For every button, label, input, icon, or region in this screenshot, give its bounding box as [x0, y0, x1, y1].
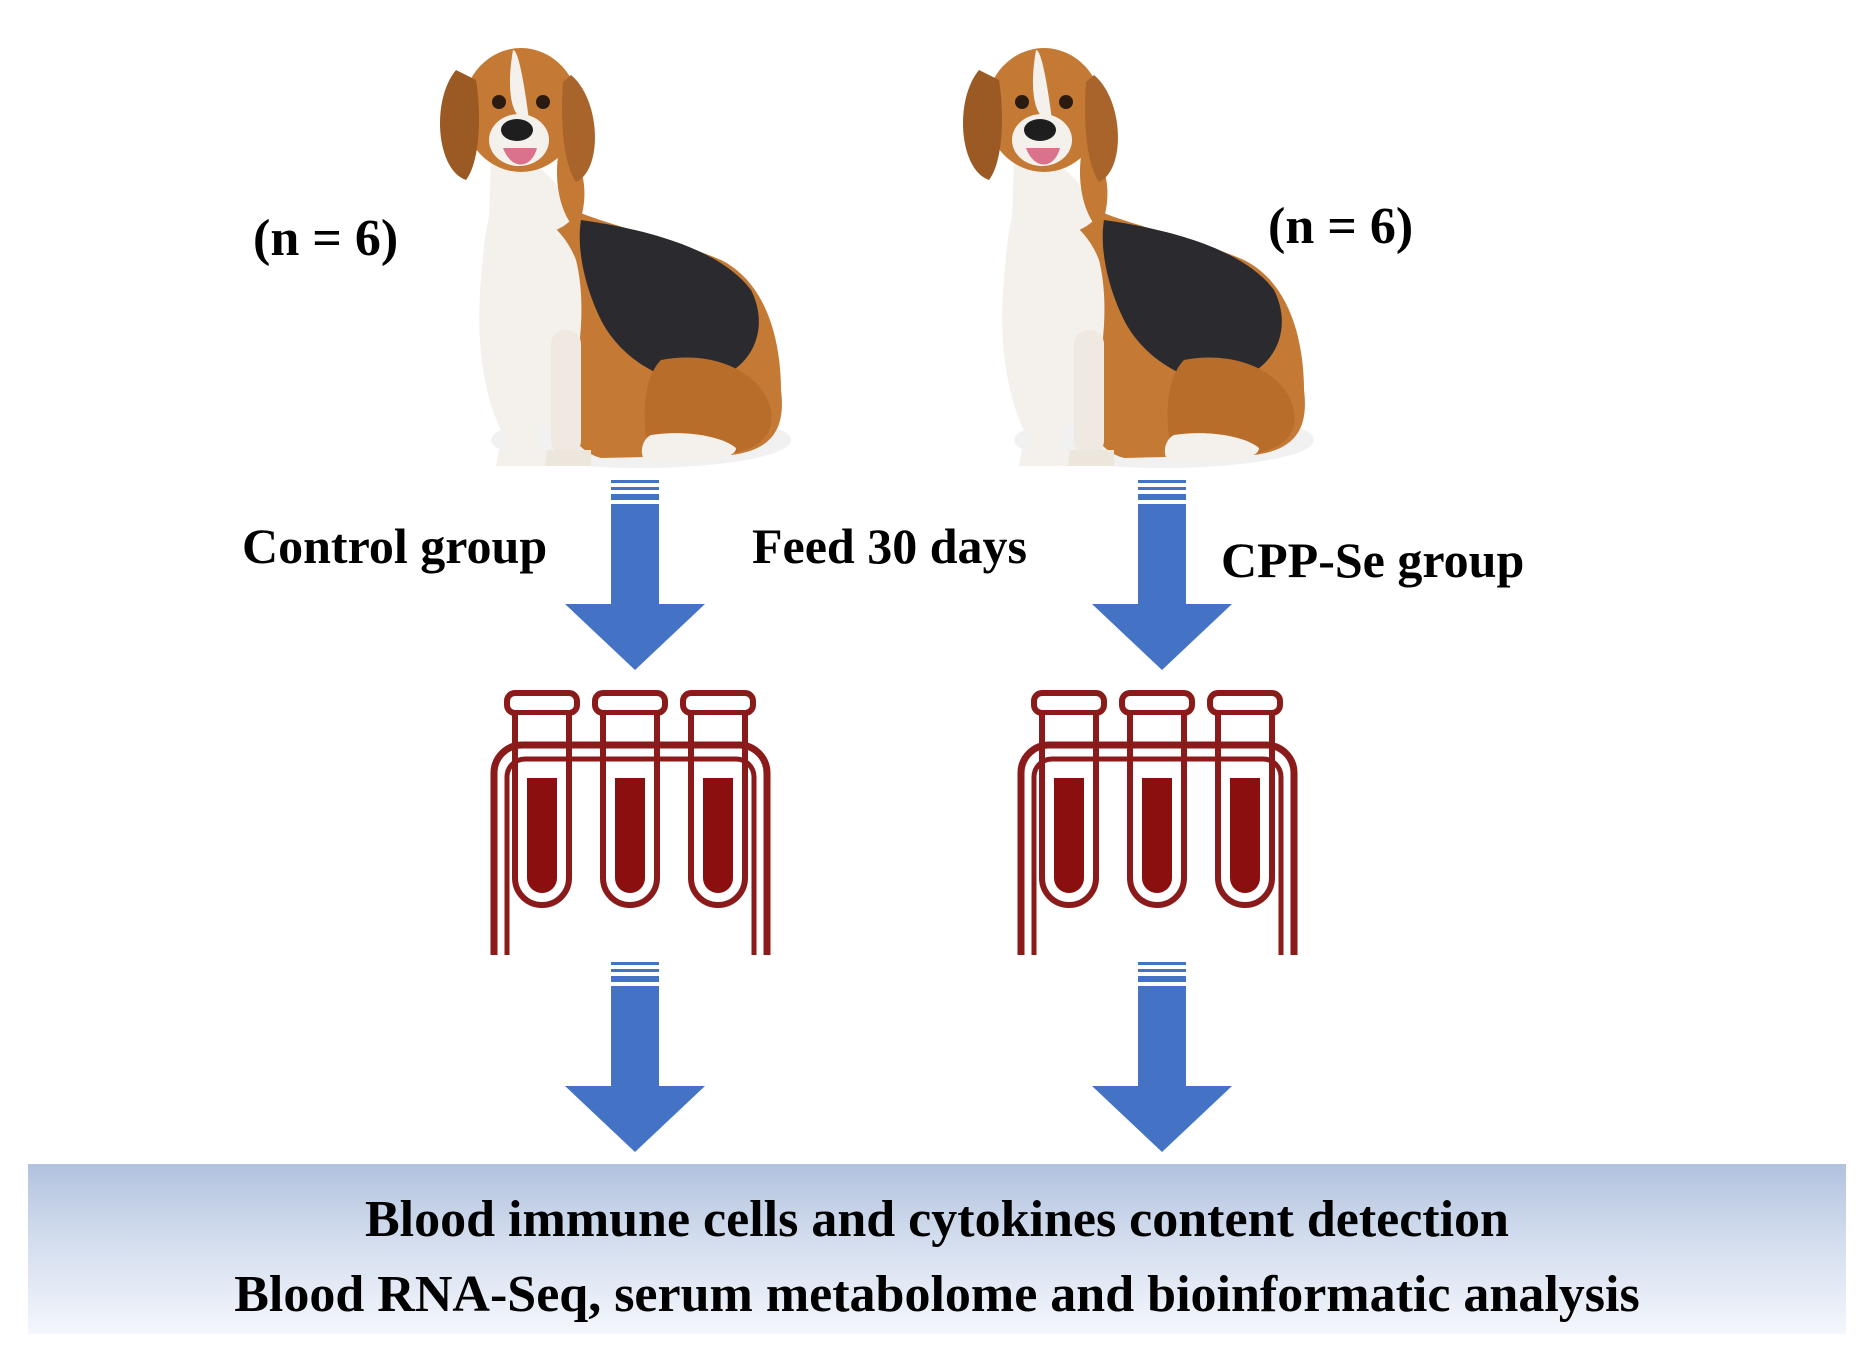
feed-duration-label: Feed 30 days [752, 518, 1027, 574]
down-arrow-icon-right-1 [1092, 480, 1232, 670]
analysis-line-2: Blood RNA-Seq, serum metabolome and bioi… [234, 1266, 1640, 1323]
beagle-dog-icon-right [962, 48, 1314, 468]
control-group-label: Control group [242, 518, 548, 574]
sample-size-right: (n = 6) [1268, 198, 1414, 255]
treatment-group-label: CPP-Se group [1221, 532, 1525, 588]
down-arrow-icon-left-2 [565, 962, 705, 1152]
analysis-banner: Blood immune cells and cytokines content… [28, 1164, 1846, 1334]
blood-test-tubes-icon-right [1021, 693, 1294, 955]
down-arrow-icon-left-1 [565, 480, 705, 670]
analysis-line-1: Blood immune cells and cytokines content… [365, 1191, 1509, 1248]
sample-size-left: (n = 6) [253, 210, 399, 267]
beagle-dog-icon-left [439, 48, 791, 468]
down-arrow-icon-right-2 [1092, 962, 1232, 1152]
blood-test-tubes-icon-left [494, 693, 767, 955]
